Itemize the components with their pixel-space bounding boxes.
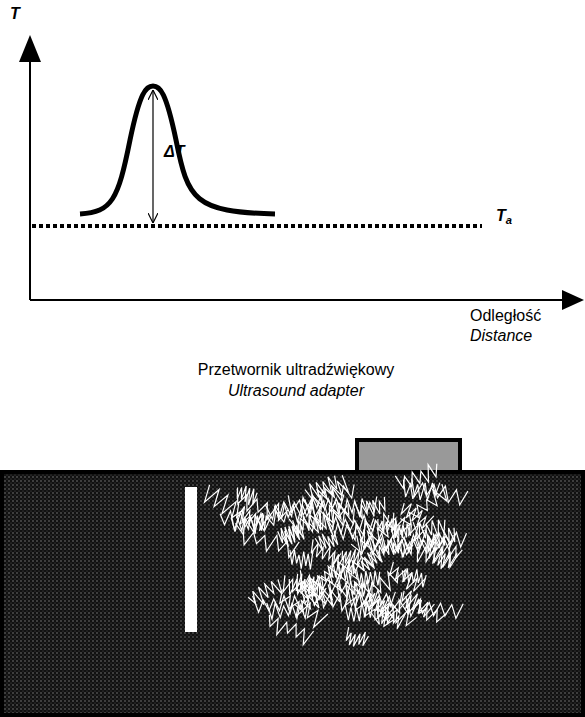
crack-stroke: [266, 497, 314, 519]
crack-stroke: [416, 530, 467, 549]
crack-stroke: [390, 562, 426, 591]
crack-stroke: [281, 526, 304, 547]
block-outline: [2, 472, 583, 715]
crack-stroke: [417, 546, 457, 568]
crack-bar: [185, 487, 197, 632]
y-axis-head: [19, 35, 41, 62]
crack-stroke: [359, 532, 415, 552]
axis-label: T: [10, 4, 20, 23]
ambient-label: Ta: [496, 206, 512, 228]
crack-scribbles: [205, 464, 468, 647]
axis-label: Odległość: [470, 306, 541, 325]
crack-stroke: [329, 552, 375, 590]
crack-stroke: [395, 464, 437, 489]
crack-stroke: [413, 520, 445, 539]
crack-stroke: [355, 497, 385, 519]
delta-arrow: [152, 90, 153, 223]
crack-stroke: [346, 590, 395, 627]
crack-stroke: [412, 478, 468, 505]
x-axis: [30, 299, 565, 301]
x-axis-head: [562, 290, 584, 310]
delta-label: ΔT: [164, 142, 185, 161]
crack-stroke: [205, 485, 253, 524]
crack-stroke: [296, 565, 333, 599]
crack-stroke: [269, 615, 313, 645]
ultrasound-transducer: [357, 440, 460, 472]
crack-stroke: [340, 497, 377, 518]
crack-stroke: [248, 579, 282, 604]
crack-stroke: [407, 599, 463, 619]
transducer-label: Ultrasound adapter: [228, 381, 364, 400]
transducer-label: Przetwornik ultradźwiękowy: [198, 360, 395, 379]
crack-stroke: [315, 531, 338, 551]
crack-stroke: [311, 539, 341, 564]
y-axis: [29, 55, 31, 300]
crack-stroke: [378, 609, 406, 629]
crack-stroke: [220, 511, 271, 531]
axis-label: Distance: [470, 326, 532, 345]
crack-stroke: [302, 485, 354, 510]
crack-stroke: [346, 627, 368, 646]
ambient-line: [32, 224, 482, 228]
crack-stroke: [267, 600, 308, 619]
crack-stroke: [345, 602, 373, 621]
crack-stroke: [290, 550, 313, 570]
temperature-curve: [80, 86, 275, 214]
material-block: [0, 470, 585, 717]
crack-stroke: [237, 486, 257, 505]
crack-stroke: [357, 569, 380, 588]
crack-stroke: [296, 574, 317, 594]
